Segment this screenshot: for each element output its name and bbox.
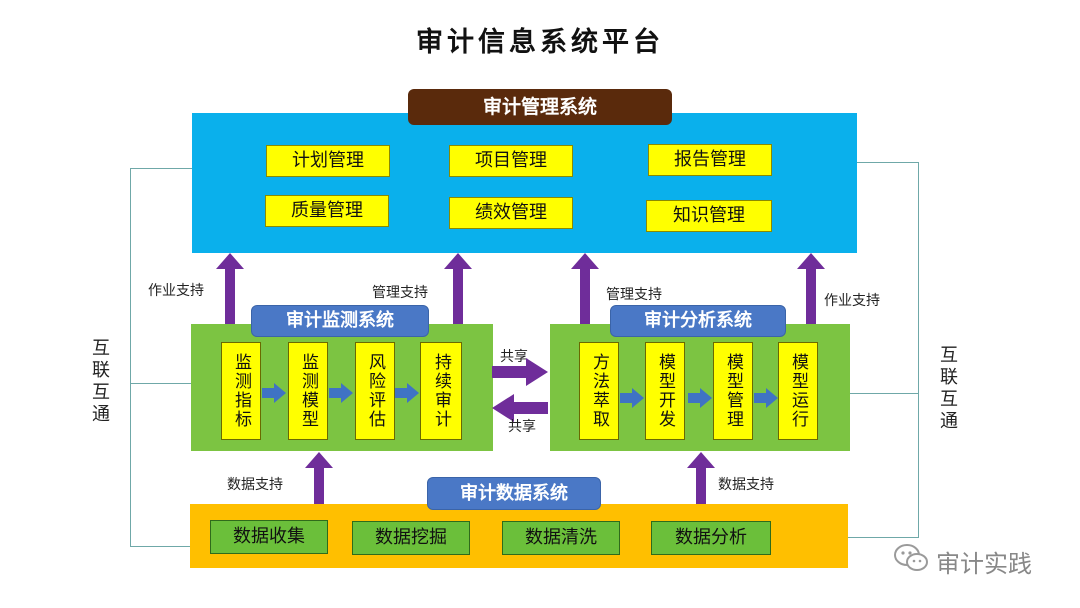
connector-line <box>850 393 919 394</box>
monitor-item-model: 监测模型 <box>288 342 328 440</box>
wechat-icon <box>894 544 928 571</box>
mgmt-item-plan: 计划管理 <box>266 145 390 177</box>
mgmt-item-quality: 质量管理 <box>265 195 389 227</box>
connector-line <box>848 537 919 538</box>
mgmt-item-report: 报告管理 <box>648 144 772 176</box>
data-item-mining: 数据挖掘 <box>352 521 470 555</box>
arrow-right-icon <box>329 383 353 403</box>
arrow-up-icon <box>571 253 599 325</box>
data-support-label-right: 数据支持 <box>718 477 774 493</box>
arrow-up-icon <box>797 253 825 325</box>
work-support-label-right: 作业支持 <box>824 293 880 309</box>
connector-line <box>857 162 919 163</box>
data-header: 审计数据系统 <box>427 477 601 510</box>
data-item-collect: 数据收集 <box>210 520 328 554</box>
arrow-right-icon <box>395 383 419 403</box>
connector-line <box>130 168 192 169</box>
arrow-right-icon <box>754 388 778 408</box>
connector-line <box>130 383 192 384</box>
management-header: 审计管理系统 <box>408 89 672 125</box>
page-title: 审计信息系统平台 <box>416 27 664 58</box>
arrow-up-icon <box>687 452 715 504</box>
management-panel <box>192 113 857 253</box>
watermark-text: 审计实践 <box>936 550 1032 578</box>
connector-line <box>918 162 919 538</box>
data-support-label-left: 数据支持 <box>227 477 283 493</box>
analysis-item-run: 模型运行 <box>778 342 818 440</box>
mgmt-item-performance: 绩效管理 <box>449 197 573 229</box>
share-label-bottom: 共享 <box>508 419 536 435</box>
arrow-right-icon <box>620 388 644 408</box>
mgmt-support-label-left: 管理支持 <box>372 285 428 301</box>
interconnect-label-left: 互联互通 <box>89 338 110 426</box>
arrow-up-icon <box>444 253 472 325</box>
mgmt-item-knowledge: 知识管理 <box>646 200 772 232</box>
work-support-label-left: 作业支持 <box>148 283 204 299</box>
interconnect-label-right: 互联互通 <box>937 345 958 433</box>
monitoring-header: 审计监测系统 <box>251 305 429 337</box>
share-label-top: 共享 <box>500 349 528 365</box>
arrow-up-icon <box>216 253 244 325</box>
mgmt-item-project: 项目管理 <box>449 145 573 177</box>
arrow-right-icon <box>688 388 712 408</box>
data-item-analysis: 数据分析 <box>651 521 771 555</box>
mgmt-support-label-right: 管理支持 <box>606 287 662 303</box>
connector-line <box>130 168 131 547</box>
arrow-right-icon <box>262 383 286 403</box>
analysis-header: 审计分析系统 <box>610 305 786 337</box>
analysis-item-develop: 模型开发 <box>645 342 685 440</box>
arrow-right-icon <box>492 358 548 386</box>
data-item-cleaning: 数据清洗 <box>502 521 620 555</box>
arrow-left-icon <box>492 394 548 422</box>
analysis-item-method: 方法萃取 <box>579 342 619 440</box>
monitor-item-continuous: 持续审计 <box>420 342 462 440</box>
connector-line <box>130 546 190 547</box>
analysis-item-manage: 模型管理 <box>713 342 753 440</box>
monitor-item-indicator: 监测指标 <box>221 342 261 440</box>
monitor-item-risk: 风险评估 <box>355 342 395 440</box>
arrow-up-icon <box>305 452 333 504</box>
